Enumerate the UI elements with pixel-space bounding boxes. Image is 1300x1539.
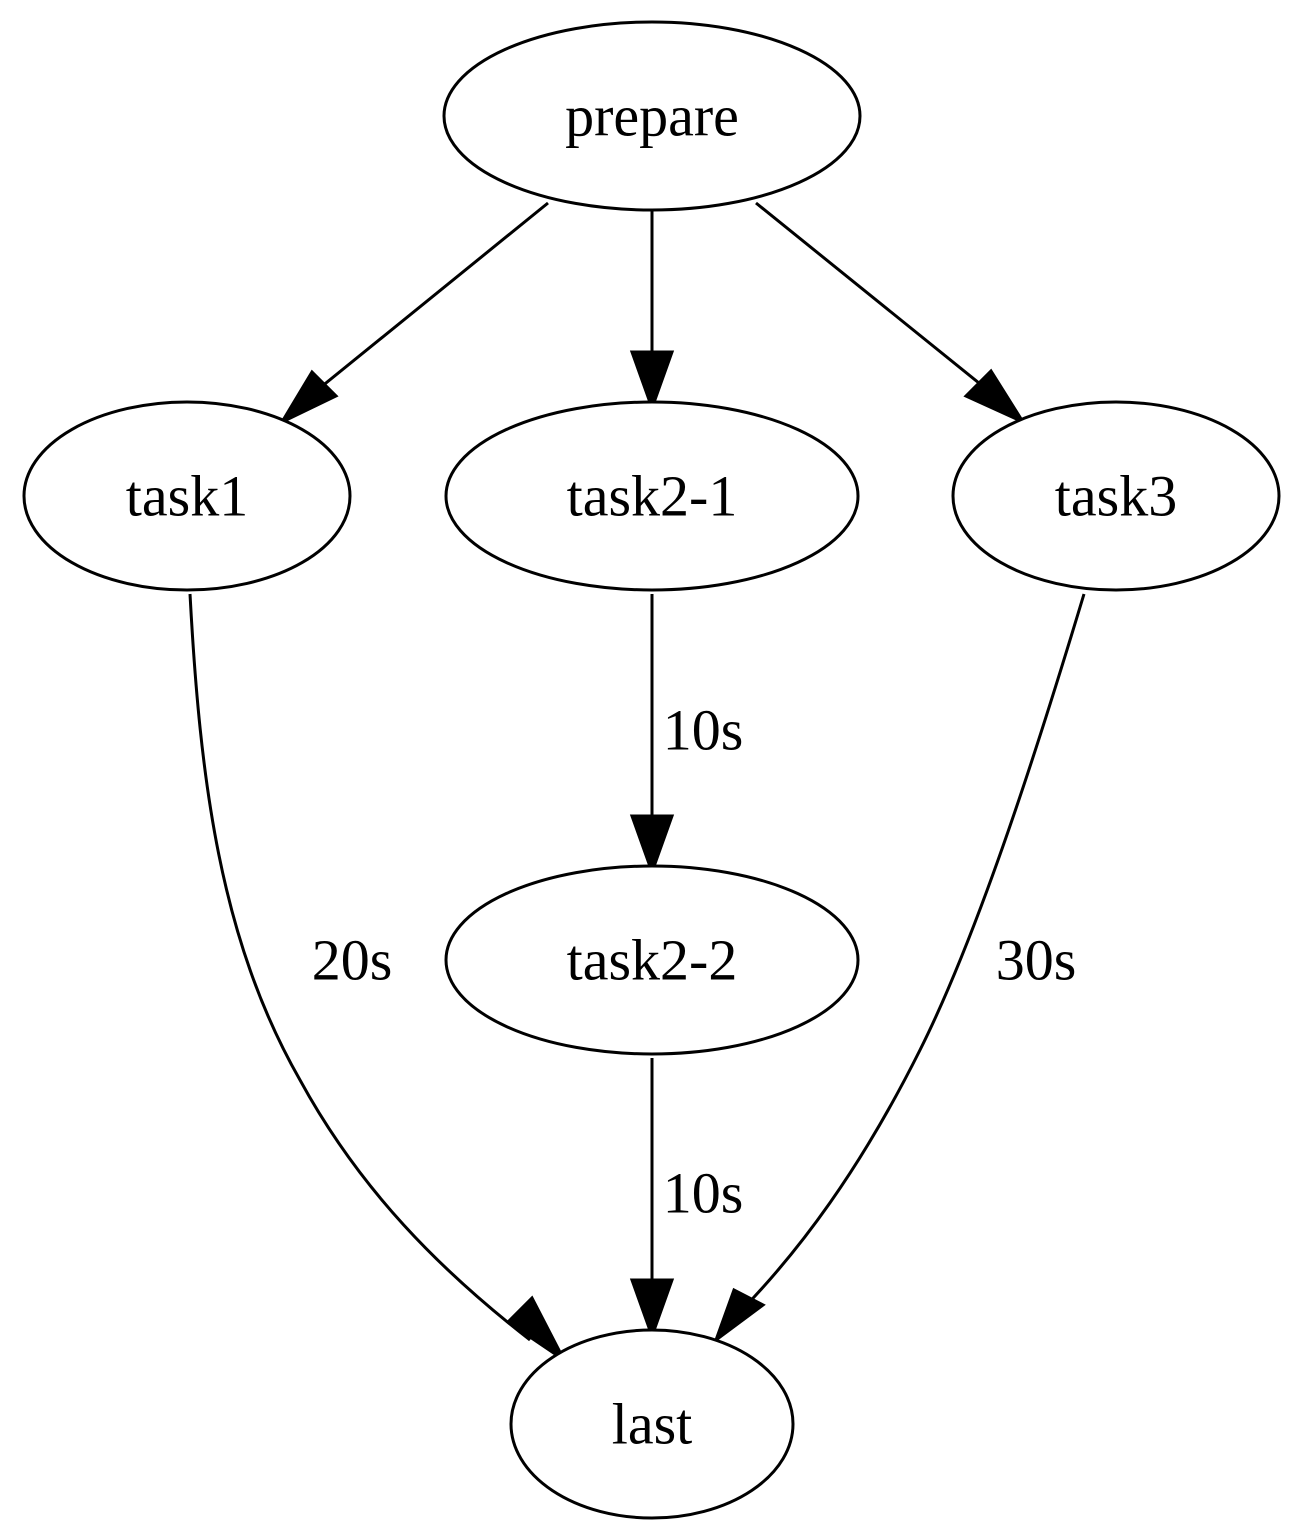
- edge-task2-1-task2-2: 10s: [629, 594, 744, 877]
- edge-prepare-task1: [278, 201, 549, 426]
- node-label-task2-2: task2-2: [567, 928, 738, 993]
- node-label-task3: task3: [1055, 464, 1177, 529]
- node-last: last: [509, 1328, 795, 1520]
- edge-label-task1-last: 20s: [312, 928, 393, 993]
- edge-label-task3-last: 30s: [996, 928, 1077, 993]
- node-task2-1: task2-1: [444, 400, 860, 592]
- edge-prepare-task3: [755, 201, 1027, 426]
- edge-task1-last: 20s: [188, 593, 566, 1362]
- edge-task3-last: 30s: [712, 593, 1086, 1345]
- node-label-last: last: [612, 1392, 693, 1457]
- node-label-prepare: prepare: [565, 84, 739, 149]
- node-task1: task1: [22, 400, 352, 592]
- edge-prepare-task2-1: [629, 210, 675, 413]
- edge-task2-2-last: 10s: [629, 1058, 744, 1341]
- edge-label-task2-1-task2-2: 10s: [663, 698, 744, 763]
- edge-label-task2-2-last: 10s: [663, 1161, 744, 1226]
- node-label-task2-1: task2-1: [567, 464, 738, 529]
- node-prepare: prepare: [442, 20, 862, 212]
- node-task3: task3: [951, 400, 1281, 592]
- node-task2-2: task2-2: [444, 864, 860, 1056]
- node-label-task1: task1: [126, 464, 248, 529]
